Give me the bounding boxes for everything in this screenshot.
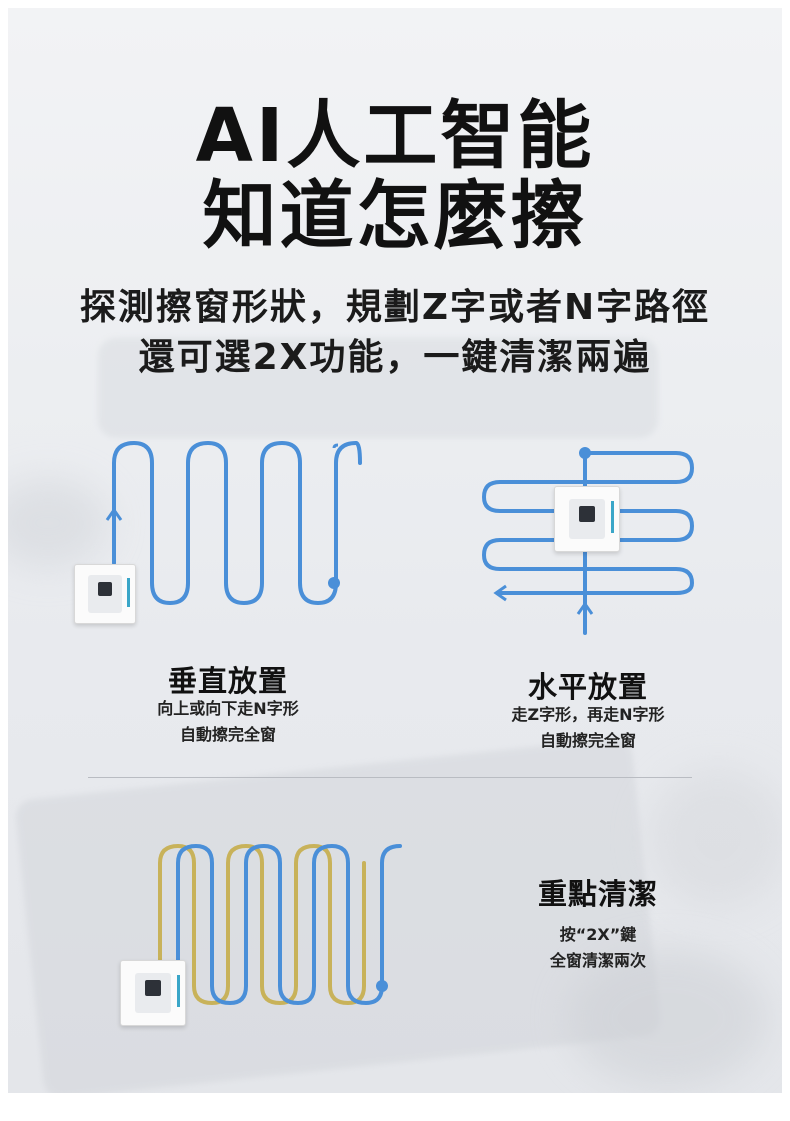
vertical-path-end-dot-icon [328,577,340,589]
vertical-desc-line-1: 向上或向下走N字形 [157,699,299,718]
window-robot-icon [74,564,136,624]
window-robot-icon [554,486,620,552]
double-clean-title: 重點清潔 [537,877,658,911]
double-desc-line-1: 按“2X”鍵 [559,925,637,944]
double-desc-line-2: 全窗清潔兩次 [549,951,646,970]
window-robot-icon [120,960,186,1026]
background-blur-3 [568,948,768,1088]
vertical-desc-line-2: 自動擦完全窗 [179,725,276,744]
double-clean-end-dot-icon [376,980,388,992]
horizontal-placement-title: 水平放置 [527,670,648,704]
section-divider [88,777,692,778]
vertical-n-path [112,440,362,606]
horizontal-placement-desc: 走Z字形，再走N字形 自動擦完全窗 [468,702,708,754]
vertical-start-arrow-icon [105,507,123,521]
background-blur-1 [8,478,108,568]
vertical-path-tail [332,443,339,449]
headline-line-1: AI人工智能 [195,93,595,179]
cleaning-path-diagrams [105,440,695,1006]
subheadline-line-2: 還可選2X功能，一鍵清潔兩遍 [138,337,652,378]
double-clean-gold-path [158,843,366,1006]
double-clean-blue-path [176,843,402,1006]
background-board-top [98,338,658,438]
vertical-placement-title: 垂直放置 [167,664,288,698]
horizontal-desc-line-2: 自動擦完全窗 [539,731,636,750]
horizontal-path-start-dot-icon [579,447,591,459]
horizontal-up-arrow-icon [576,601,594,615]
horizontal-desc-line-1: 走Z字形，再走N字形 [511,705,665,724]
infographic-canvas: AI人工智能 知道怎麼擦 探測擦窗形狀，規劃Z字或者N字路徑 還可選2X功能，一… [8,8,782,1093]
horizontal-left-arrow-icon [493,584,507,602]
subheadline-line-1: 探測擦窗形狀，規劃Z字或者N字路徑 [79,287,711,328]
vertical-placement-desc: 向上或向下走N字形 自動擦完全窗 [108,696,348,748]
double-clean-desc: 按“2X”鍵 全窗清潔兩次 [478,922,718,974]
headline-line-2: 知道怎麼擦 [202,173,588,259]
background-blur-2 [648,768,782,908]
